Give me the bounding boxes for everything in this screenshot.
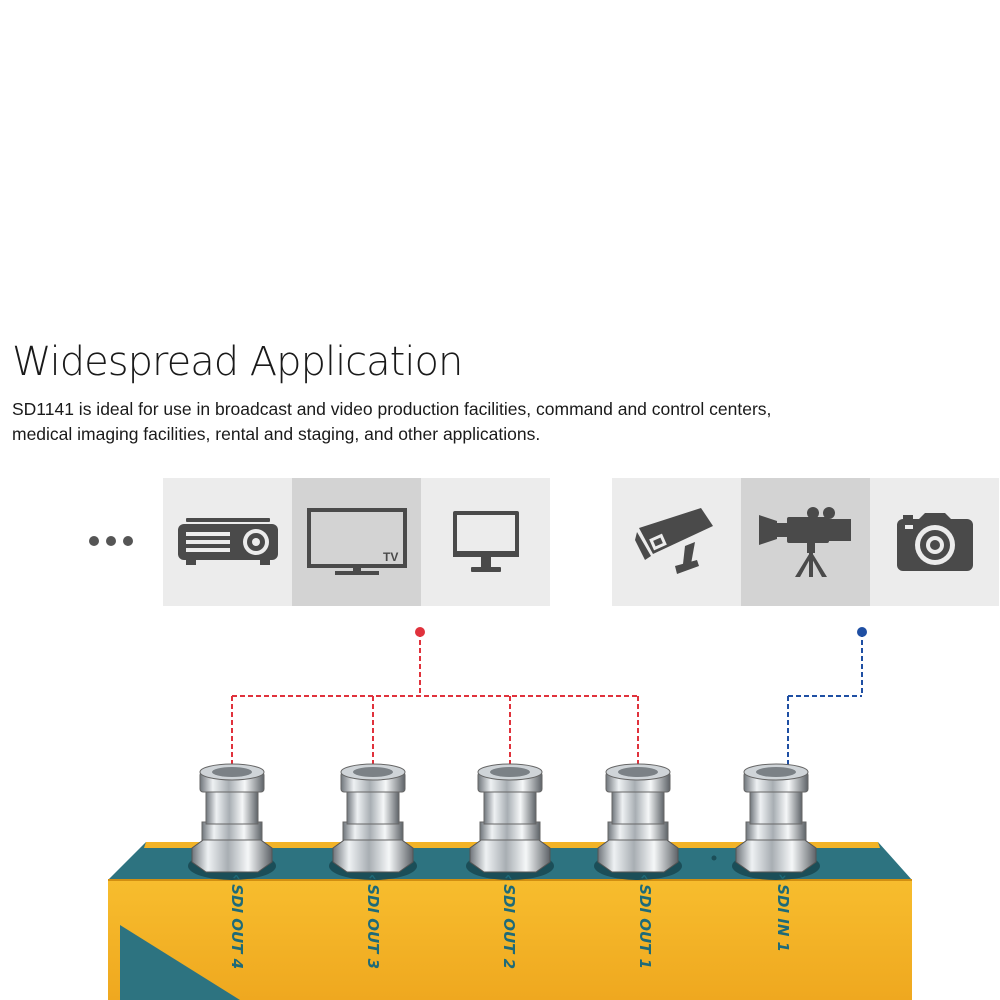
output-arrow-icon: ‹ — [500, 874, 518, 881]
projector-icon — [177, 518, 278, 565]
port-label-text: SDI OUT 3 — [364, 884, 382, 970]
port-label-text: SDI OUT 1 — [636, 884, 654, 970]
output-device-tv: TV — [292, 478, 421, 606]
input-connection-dot — [857, 627, 867, 637]
input-wiring — [787, 632, 863, 770]
bnc-connector-sdi-out-2 — [466, 763, 554, 880]
description-line-1: SD1141 is ideal for use in broadcast and… — [12, 399, 772, 419]
input-devices-panel — [612, 478, 999, 606]
port-label-text: SDI OUT 4 — [228, 884, 246, 970]
photo-camera-icon — [896, 513, 973, 571]
port-label-sdi-out-3: ‹ SDI OUT 3 — [363, 874, 383, 994]
output-device-projector — [163, 478, 292, 606]
bnc-connector-sdi-out-3 — [329, 763, 417, 880]
output-connection-dot — [415, 627, 425, 637]
bnc-connector-sdi-in-1 — [732, 763, 820, 880]
port-label-sdi-out-2: ‹ SDI OUT 2 — [499, 874, 519, 994]
input-device-photo-camera — [870, 478, 999, 606]
output-wiring — [231, 632, 639, 770]
input-device-security-camera — [612, 478, 741, 606]
output-devices-panel: TV — [163, 478, 550, 606]
port-label-text: SDI OUT 2 — [500, 884, 518, 970]
output-arrow-icon: ‹ — [636, 874, 654, 881]
video-camera-icon — [758, 507, 851, 577]
port-label-sdi-in-1: › SDI IN 1 — [773, 874, 793, 994]
bnc-connector-sdi-out-1 — [594, 763, 682, 880]
bnc-connector-sdi-out-4 — [188, 763, 276, 880]
output-arrow-icon: ‹ — [228, 874, 246, 881]
description: SD1141 is ideal for use in broadcast and… — [12, 397, 992, 447]
tv-badge: TV — [383, 550, 398, 564]
port-label-text: SDI IN 1 — [774, 884, 792, 953]
input-arrow-icon: › — [774, 874, 792, 881]
more-devices-ellipsis-icon — [89, 536, 133, 546]
port-label-sdi-out-1: ‹ SDI OUT 1 — [635, 874, 655, 994]
port-label-sdi-out-4: ‹ SDI OUT 4 — [227, 874, 247, 994]
monitor-icon — [452, 511, 519, 572]
output-device-monitor — [421, 478, 550, 606]
description-line-2: medical imaging facilities, rental and s… — [12, 424, 541, 444]
security-camera-icon — [634, 508, 713, 574]
tv-icon: TV — [306, 508, 407, 575]
output-arrow-icon: ‹ — [364, 874, 382, 881]
page-title: Widespread Application — [12, 339, 463, 385]
input-device-video-camera — [741, 478, 870, 606]
